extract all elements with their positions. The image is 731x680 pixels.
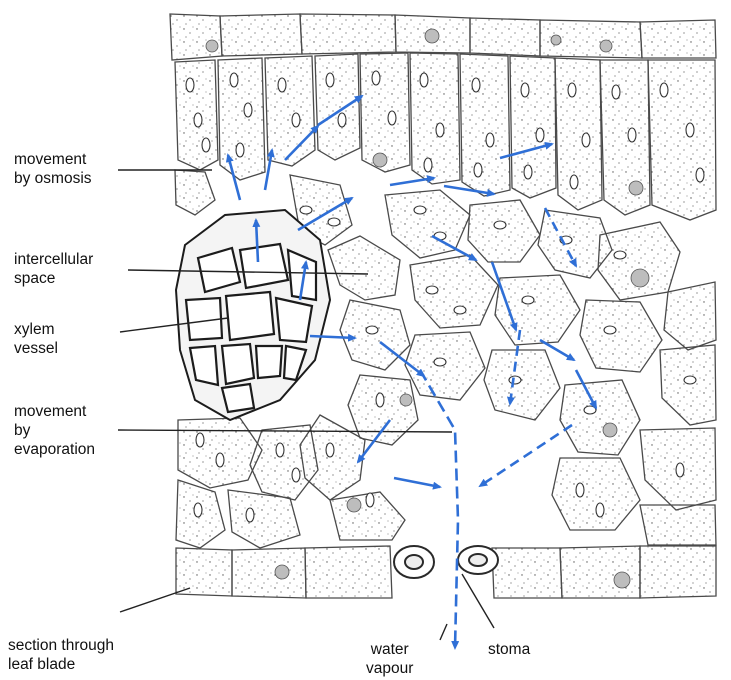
label-section-line-1: section through: [8, 636, 114, 655]
vascular-bundle: [176, 210, 330, 420]
lower-epidermis: [176, 546, 716, 598]
label-osmosis-line-2: by osmosis: [14, 169, 92, 188]
label-evaporation-line-1: movement: [14, 402, 95, 421]
label-xylem-vessel: xylem vessel: [14, 320, 58, 358]
label-water-vapour-line-2: vapour: [366, 659, 413, 678]
label-evaporation-line-3: evaporation: [14, 440, 95, 459]
label-water-vapour-line-1: water: [366, 640, 413, 659]
label-intercellular-line-1: intercellular: [14, 250, 93, 269]
guard-cells: [394, 546, 498, 578]
label-movement-by-osmosis: movement by osmosis: [14, 150, 92, 188]
label-evaporation-line-2: by: [14, 421, 95, 440]
label-section-line-2: leaf blade: [8, 655, 114, 674]
label-intercellular-space: intercellular space: [14, 250, 93, 288]
label-movement-by-evaporation: movement by evaporation: [14, 402, 95, 459]
label-intercellular-line-2: space: [14, 269, 93, 288]
label-water-vapour: water vapour: [366, 640, 413, 678]
label-section-through-leaf-blade: section through leaf blade: [8, 636, 114, 674]
label-stoma: stoma: [488, 640, 530, 659]
label-osmosis-line-1: movement: [14, 150, 92, 169]
label-xylem-line-1: xylem: [14, 320, 58, 339]
label-xylem-line-2: vessel: [14, 339, 58, 358]
